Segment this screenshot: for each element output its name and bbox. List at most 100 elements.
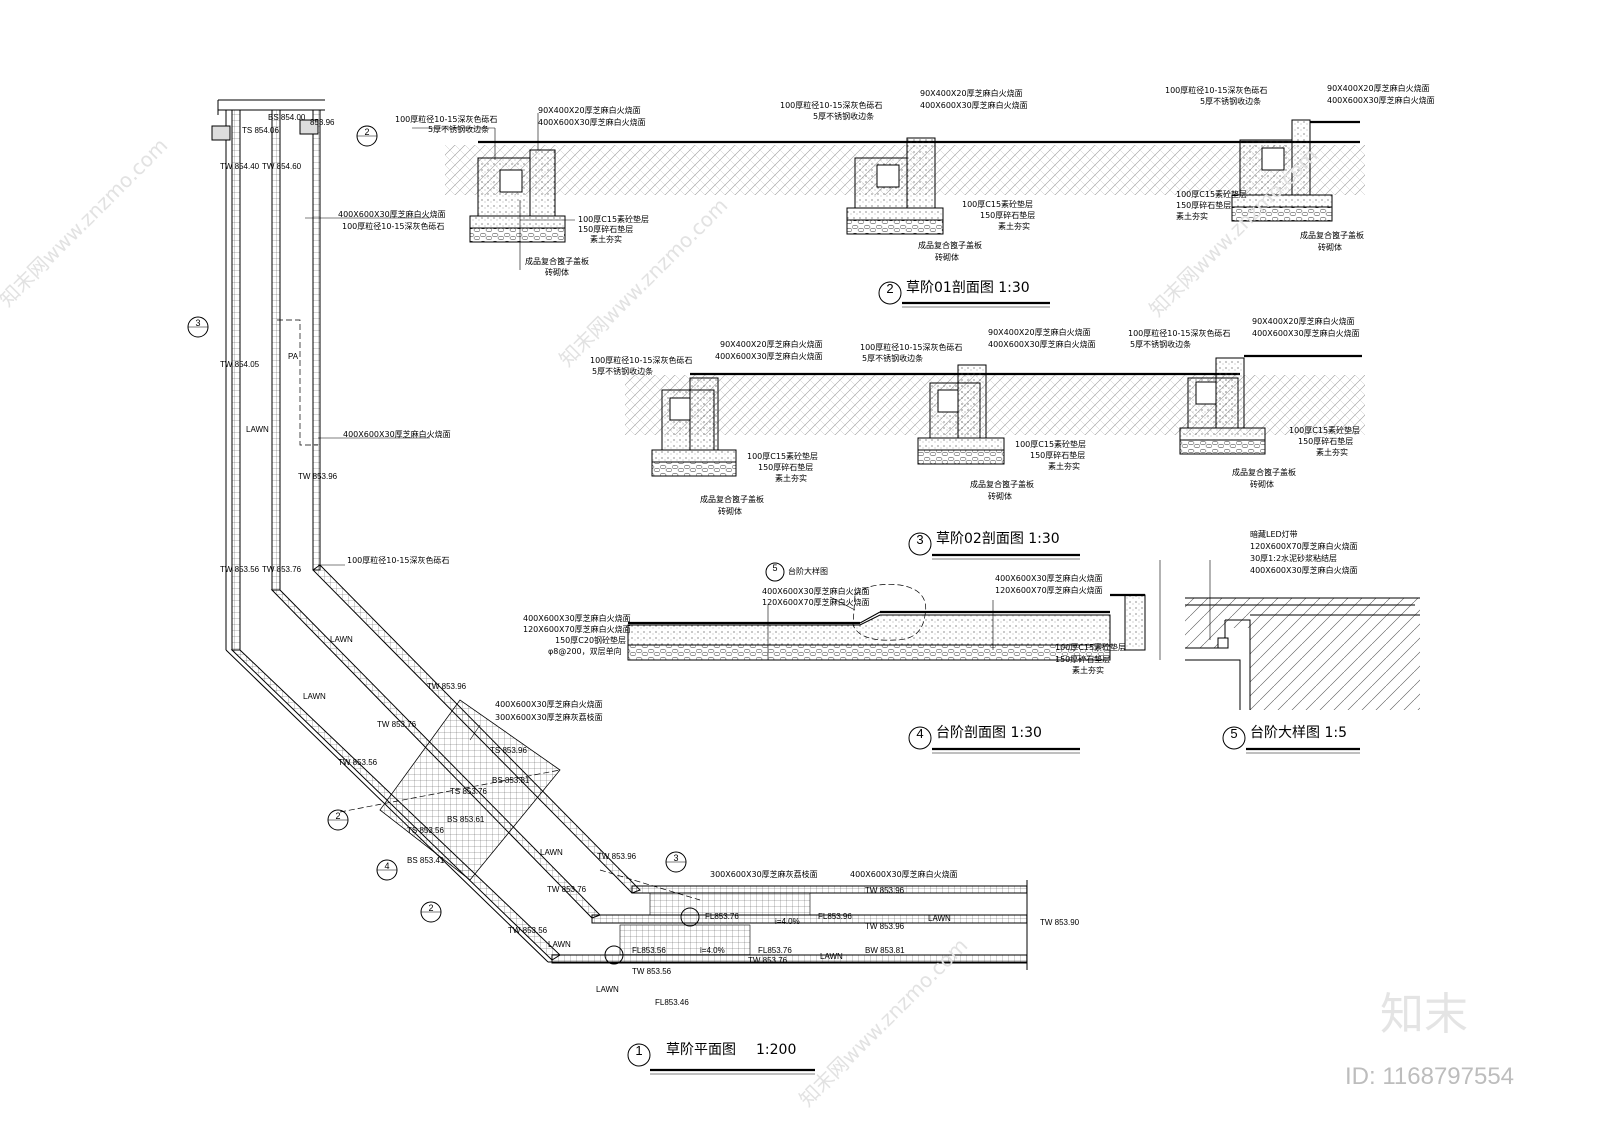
sec3-label: 5厚不锈钢收边条 — [862, 354, 924, 363]
sec2-label: 素土夯实 — [998, 222, 1030, 231]
plan-label: TW 853.96 — [865, 886, 905, 895]
sec3-label: 100厚C15素砼垫层 — [1015, 440, 1087, 449]
sec5-title: 台阶大样图 1:5 — [1250, 725, 1347, 741]
plan-label: TW 853.96 — [865, 922, 905, 931]
sec2-label: 砖砌体 — [935, 253, 959, 262]
plan-label: TW 853.76 — [377, 720, 417, 729]
callout-number: 2 — [335, 811, 341, 821]
sec3-label: 100厚C15素砼垫层 — [747, 452, 819, 461]
watermark-brand: 知末 — [1380, 989, 1468, 1040]
plan-label: TS 853.96 — [490, 746, 527, 755]
plan-label: BS 853.41 — [407, 856, 445, 865]
sec2-title-number: 2 — [886, 281, 894, 296]
callout-number: 2 — [364, 127, 370, 137]
plan-label: 400X600X30厚芝麻白火烧面 — [338, 210, 446, 219]
plan-label: TW 853.76 — [748, 956, 788, 965]
plan-label: LAWN — [548, 940, 571, 949]
plan-label: 853.96 — [310, 118, 335, 127]
plan-label: TW 853.96 — [597, 852, 637, 861]
plan-label: TW 853.96 — [427, 682, 467, 691]
sec4-title-number: 4 — [916, 726, 924, 741]
sec3-label: 素土夯实 — [1048, 462, 1080, 471]
plan-label: 300X600X30厚芝麻灰荔枝面 — [495, 713, 603, 722]
sec4-label: φ8@200，双层单向 — [548, 647, 622, 656]
sec3-label: 90X400X20厚芝麻白火烧面 — [1252, 317, 1355, 326]
plan-label: LAWN — [540, 848, 563, 857]
sec4-label: 台阶大样图 — [788, 567, 828, 576]
plan-label: BS 854.00 — [268, 113, 306, 122]
plan-label: 400X600X30厚芝麻白火烧面 — [850, 870, 958, 879]
sec3-label: 100厚粒径10-15深灰色砾石 — [1128, 329, 1231, 338]
sec3-label: 100厚粒径10-15深灰色砾石 — [590, 356, 693, 365]
plan-label: TW 853.56 — [220, 565, 260, 574]
callout-number: 4 — [384, 861, 390, 871]
sec2-label: 100厚粒径10-15深灰色砾石 — [780, 101, 883, 110]
sec2-label: 90X400X20厚芝麻白火烧面 — [920, 89, 1023, 98]
section-5-drawing — [1185, 597, 1420, 710]
sec2-label: 150厚碎石垫层 — [1176, 201, 1232, 210]
sec3-label: 成品复合篦子盖板 — [970, 480, 1034, 489]
callout-number: 3 — [195, 318, 201, 328]
leader-lines — [305, 113, 1211, 741]
sec3-label: 150厚碎石垫层 — [758, 463, 814, 472]
plan-label: BW 853.81 — [865, 946, 905, 955]
sec2-label: 砖砌体 — [1318, 243, 1342, 252]
plan-label: BS 853.61 — [447, 815, 485, 824]
plan-label: FL853.96 — [818, 912, 852, 921]
plan-label: LAWN — [596, 985, 619, 994]
sec5-label: 30厚1:2水泥砂浆粘结层 — [1250, 554, 1338, 563]
sec2-label: 100厚C15素砼垫层 — [578, 215, 650, 224]
sec4-label: 150厚C20钢砼垫层 — [555, 636, 627, 645]
sec5-label: 400X600X30厚芝麻白火烧面 — [1250, 566, 1358, 575]
plan-label: TW 853.96 — [298, 472, 338, 481]
sec2-title: 草阶01剖面图 1:30 — [906, 280, 1030, 296]
sec2-label: 5厚不锈钢收边条 — [1200, 97, 1262, 106]
sec4-label: 400X600X30厚芝麻白火烧面 — [995, 574, 1103, 583]
sec3-label: 素土夯实 — [1316, 448, 1348, 457]
plan-label: TS 853.56 — [407, 826, 444, 835]
sec2-label: 400X600X30厚芝麻白火烧面 — [920, 101, 1028, 110]
sec4-title: 台阶剖面图 1:30 — [936, 725, 1042, 741]
callout-number: 5 — [772, 563, 778, 573]
sec2-label: 成品复合篦子盖板 — [918, 241, 982, 250]
callout-number: 3 — [673, 853, 679, 863]
plan-label: LAWN — [303, 692, 326, 701]
plan-label: 300X600X30厚芝麻灰荔枝面 — [710, 870, 818, 879]
sec3-label: 成品复合篦子盖板 — [1232, 468, 1296, 477]
plan-label: FL853.56 — [632, 946, 666, 955]
sec5-label: 120X600X70厚芝麻白火烧面 — [1250, 542, 1358, 551]
plan-label: 400X600X30厚芝麻白火烧面 — [343, 430, 451, 439]
sec4-label: 400X600X30厚芝麻白火烧面 — [523, 614, 631, 623]
plan-label: TW 853.76 — [547, 885, 587, 894]
plan-label: TW 854.60 — [262, 162, 302, 171]
watermark-id: ID: 1168797554 — [1345, 1063, 1515, 1090]
plan-label: LAWN — [246, 425, 269, 434]
sec4-label: 素土夯实 — [1072, 666, 1104, 675]
sec4-label: 150厚碎石垫层 — [1055, 655, 1111, 664]
plan-label: TW 853.56 — [508, 926, 548, 935]
sec3-label: 5厚不锈钢收边条 — [592, 367, 654, 376]
sec2-label: 5厚不锈钢收边条 — [428, 125, 490, 134]
watermark-site: 知末网www.znzmo.com — [0, 133, 173, 312]
sec2-label: 100厚C15素砼垫层 — [962, 200, 1034, 209]
plan-label: TW 853.90 — [1040, 918, 1080, 927]
plan-label: LAWN — [928, 914, 951, 923]
plan-scale: 1:200 — [756, 1042, 797, 1058]
plan-label: TS 854.06 — [242, 126, 279, 135]
sec3-label: 成品复合篦子盖板 — [700, 495, 764, 504]
plan-label: TW 854.05 — [220, 360, 260, 369]
sec2-label: 100厚粒径10-15深灰色砾石 — [1165, 86, 1268, 95]
sec2-label: 素土夯实 — [1176, 212, 1208, 221]
sec4-label: 100厚C15素砼垫层 — [1055, 643, 1127, 652]
sec2-label: 150厚碎石垫层 — [578, 225, 634, 234]
callout-markers — [187, 125, 785, 965]
plan-title: 草阶平面图 — [666, 1042, 736, 1058]
sec4-label: 120X600X70厚芝麻白火烧面 — [995, 586, 1103, 595]
plan-label: FL853.76 — [758, 946, 792, 955]
sec3-label: 90X400X20厚芝麻白火烧面 — [720, 340, 823, 349]
plan-drawing — [211, 99, 1028, 970]
sec3-label: 90X400X20厚芝麻白火烧面 — [988, 328, 1091, 337]
sec2-label: 素土夯实 — [590, 235, 622, 244]
